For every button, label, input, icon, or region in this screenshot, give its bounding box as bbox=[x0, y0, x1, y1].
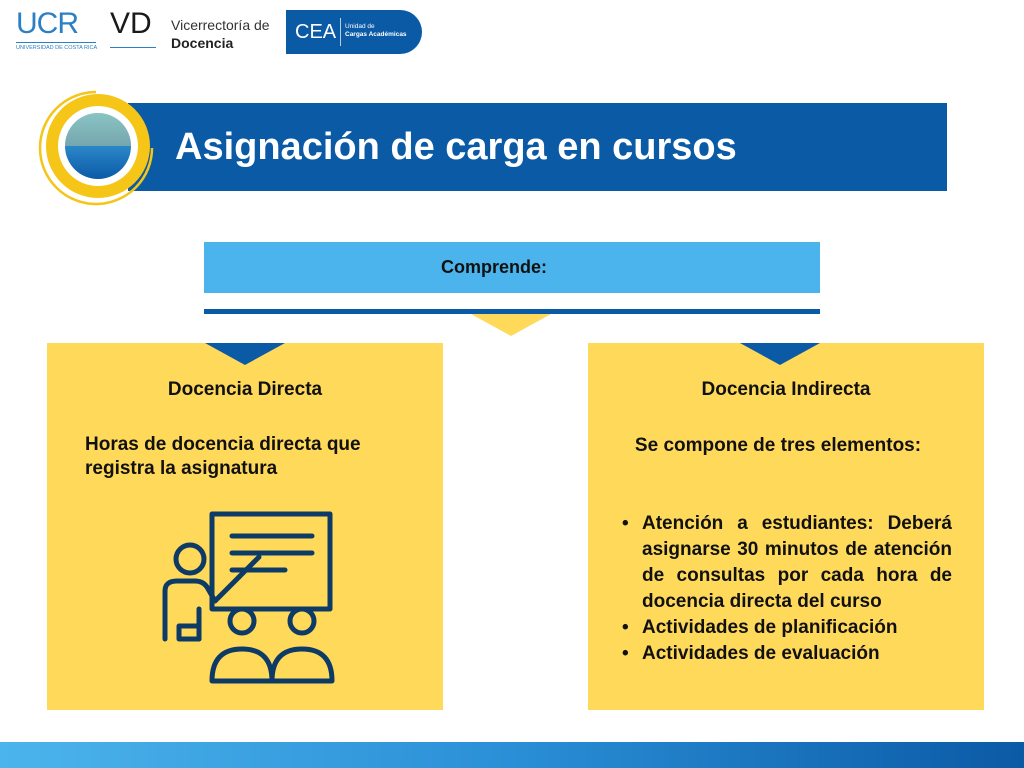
comprende-label: Comprende: bbox=[440, 257, 547, 277]
card-intro: Se compone de tres elementos: bbox=[634, 435, 922, 456]
teacher-presentation-icon bbox=[162, 511, 335, 684]
card-title: Docencia Indirecta bbox=[701, 379, 871, 400]
cea-logo-text: Unidad de Cargas Académicas bbox=[345, 23, 407, 39]
title-banner bbox=[128, 103, 947, 191]
vd-logo-mark: VD bbox=[110, 7, 152, 40]
list-item: Actividades de planificación bbox=[622, 615, 952, 641]
vd-logo-line2: Docencia bbox=[171, 35, 234, 51]
card-pointer-icon bbox=[205, 343, 285, 365]
list-item: Atención a estudiantes: Deberá asignarse… bbox=[622, 511, 952, 615]
bullet-list: Atención a estudiantes: Deberá asignarse… bbox=[622, 511, 952, 667]
card-docencia-directa: Docencia Directa Horas de docencia direc… bbox=[47, 343, 443, 710]
list-item: Actividades de evaluación bbox=[622, 641, 952, 667]
vd-logo-line1: Vicerrectoría de bbox=[171, 17, 270, 33]
vd-logo-text: Vicerrectoría de Docencia bbox=[171, 16, 270, 52]
cea-logo-line2: Cargas Académicas bbox=[345, 31, 407, 38]
decorative-circle-icon bbox=[36, 88, 156, 208]
vd-logo-underline bbox=[110, 47, 156, 48]
ucr-logo-mark: UCR bbox=[16, 7, 79, 40]
footer-gradient-bar bbox=[0, 742, 1024, 768]
ucr-logo-subtitle: UNIVERSIDAD DE COSTA RICA bbox=[16, 45, 98, 51]
comprende-pointer-icon bbox=[471, 314, 551, 336]
cea-logo-mark: CEA bbox=[295, 21, 337, 43]
cea-logo-line1: Unidad de bbox=[345, 23, 375, 30]
card-docencia-indirecta: Docencia Indirecta Se compone de tres el… bbox=[588, 343, 984, 710]
cea-logo-divider bbox=[340, 18, 341, 46]
cea-logo: CEA Unidad de Cargas Académicas bbox=[286, 10, 422, 54]
card-pointer-icon bbox=[740, 343, 820, 365]
comprende-banner: Comprende: bbox=[204, 242, 820, 293]
comprende-divider bbox=[204, 309, 820, 314]
ucr-logo-divider bbox=[16, 42, 96, 43]
card-description: Horas de docencia directa que registra l… bbox=[85, 434, 361, 479]
card-title: Docencia Directa bbox=[167, 379, 323, 400]
ucr-logo: UCR UNIVERSIDAD DE COSTA RICA bbox=[16, 8, 98, 51]
page-title: Asignación de carga en cursos bbox=[175, 126, 737, 168]
